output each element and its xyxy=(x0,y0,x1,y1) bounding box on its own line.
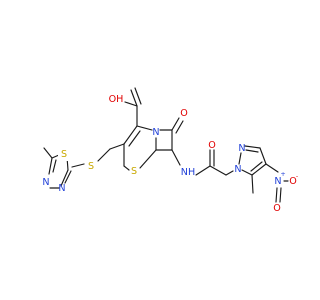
bond-thiadiazole-n3-c2-double xyxy=(64,170,72,184)
ring-sulfur-atom: S xyxy=(131,166,137,177)
bond-lactam-c-o xyxy=(171,117,180,131)
amide-nh-group: NH xyxy=(181,167,195,178)
pyrazole-nitrogen-atom-1: N xyxy=(234,164,241,175)
nitro-nitrogen-atom: N xyxy=(274,176,281,187)
amide-oxygen-atom: O xyxy=(208,140,216,151)
bond-thiadiazole-c5-s xyxy=(51,154,60,159)
nitro-oxygen-atom-lower: O xyxy=(273,203,281,214)
bond-thiadiazole-c5-n4 xyxy=(48,157,53,175)
bond-pyrazole-n2-c3-double xyxy=(245,149,259,153)
bond-c7-nh xyxy=(171,149,181,166)
bonds xyxy=(43,87,289,203)
bond-carbonyl-ch2 xyxy=(209,165,227,176)
bond-c6-s xyxy=(139,149,157,169)
bond-linker-s-ch2 xyxy=(97,148,111,162)
bond-thiadiazole-c2-linker-s xyxy=(71,163,85,168)
bond-pyrazole-c4-c5 xyxy=(251,163,267,176)
nitro-nitrogen-charge: + xyxy=(280,170,285,178)
chemical-structure-diagram: S N N S OH N S O NH O N N N + O O - xyxy=(42,87,298,214)
bond-s-c2 xyxy=(123,165,130,171)
ring-nitrogen-atom: N xyxy=(152,127,159,138)
bond-carboxyl-c-o-double xyxy=(134,87,142,105)
thiadiazole-sulfur-atom: S xyxy=(61,149,67,160)
bond-pyrazole-c5-n1 xyxy=(241,169,253,176)
bond-carboxyl-c-o xyxy=(130,89,138,107)
bond-methyl-thiadiazole xyxy=(43,147,53,159)
bond-lactam-c-o-double xyxy=(175,120,184,134)
bond-c4-n xyxy=(136,125,153,131)
bond-pyrazole-n1-n2 xyxy=(238,152,242,165)
carboxyl-hydroxyl-group: OH xyxy=(109,94,124,105)
bond-carboxyl-c-oh xyxy=(124,101,138,107)
bond-ch2-c3 xyxy=(109,143,125,150)
thiadiazole-nitrogen-atom-4: N xyxy=(42,177,49,188)
nitro-oxygen-charge: - xyxy=(296,172,298,180)
bond-nitro-n-o-lower xyxy=(275,187,278,203)
thiadiazole-nitrogen-atom-3: N xyxy=(58,183,65,194)
bond-thiadiazole-n3-c2 xyxy=(60,169,69,187)
pyrazole-nitrogen-atom-2: N xyxy=(238,143,245,154)
bond-pyrazole-c3-c4 xyxy=(259,147,267,165)
nitro-oxygen-atom-right: O xyxy=(289,176,297,187)
lactam-oxygen-atom: O xyxy=(180,108,188,119)
bond-ch2-pyrazole-n1 xyxy=(225,170,234,176)
bond-pyrazole-n2-c3 xyxy=(244,145,261,149)
bond-c3-c4 xyxy=(123,125,138,145)
bond-pyrazole-c4-nitro-n xyxy=(265,163,279,173)
bond-thiadiazole-c5-n4-double xyxy=(52,159,57,173)
atom-labels: S N N S OH N S O NH O N N N + O O - xyxy=(42,94,298,214)
bond-nh-carbonyl xyxy=(195,165,211,176)
bond-c3-c4-double xyxy=(128,130,141,147)
linker-sulfur-atom: S xyxy=(88,161,94,172)
bond-nitro-n-o-lower-double xyxy=(279,187,282,203)
bond-pyrazole-c4-c5-double xyxy=(250,161,263,172)
bond-pyrazole-c5-methyl xyxy=(251,174,254,194)
